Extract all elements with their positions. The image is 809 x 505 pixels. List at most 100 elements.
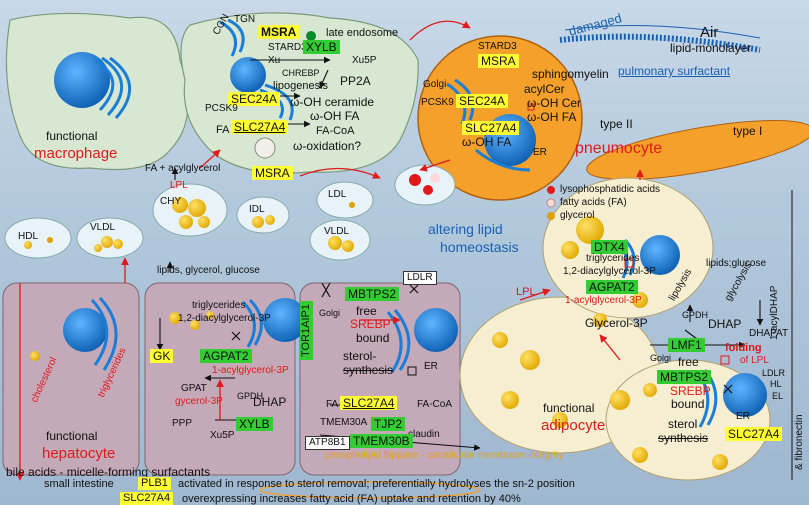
legend-fatty-acids: fatty acids (FA) bbox=[560, 197, 627, 208]
label-fa-top: FA bbox=[216, 124, 230, 136]
label-gpat: GPAT bbox=[181, 383, 207, 394]
label-fa-mid: FA bbox=[326, 399, 339, 410]
label-dag-mid: 1,2-diacylglycerol-3P bbox=[178, 313, 271, 324]
macrophage-nucleus bbox=[54, 52, 110, 108]
pneumocyte-type1 bbox=[586, 120, 809, 180]
label-synthesis-ad: synthesis bbox=[658, 431, 709, 445]
label-xylb-top: XYLB bbox=[303, 40, 340, 54]
center-cell-nucleus bbox=[230, 57, 266, 93]
label-ldlr-mid: LDLR bbox=[403, 271, 437, 285]
label-fa-acyl: FA + acylglycerol bbox=[145, 163, 221, 174]
label-gpdh-mid: GPDH bbox=[237, 391, 264, 401]
adipocyte-upper bbox=[542, 177, 714, 319]
label-lmf1: LMF1 bbox=[668, 338, 705, 352]
flippase-outline bbox=[259, 481, 481, 499]
label-facoa-top: FA-CoA bbox=[316, 125, 355, 137]
label-lpl-top: LPL bbox=[170, 180, 188, 191]
label-bound-ad: bound bbox=[671, 397, 705, 411]
label-adipocyte: adipocyte bbox=[541, 417, 606, 434]
label-golgi-ad: Golgi bbox=[650, 353, 672, 363]
label-er-ad: ER bbox=[736, 411, 750, 422]
label-macrophage: macrophage bbox=[34, 145, 118, 162]
label-slc27a4-mid: SLC27A4 bbox=[340, 396, 398, 410]
adipocyte-lower-nucleus bbox=[723, 373, 767, 417]
label-mbtps2-ad: MBTPS2 bbox=[657, 370, 712, 384]
label-ldl: LDL bbox=[328, 189, 347, 200]
label-chrebp: CHREBP bbox=[282, 68, 320, 78]
ldl-particle bbox=[316, 181, 374, 219]
adipocyte-upper-nucleus bbox=[640, 235, 680, 275]
label-hl-side: HL bbox=[770, 379, 782, 389]
lpl-folding-marker bbox=[720, 355, 730, 365]
label-msra-pn: MSRA bbox=[478, 54, 519, 68]
label-claudin: claudin bbox=[408, 429, 440, 440]
label-lipid-monolayer: lipid-monolayer bbox=[670, 41, 752, 55]
label-lpl-ad: LPL bbox=[516, 286, 536, 298]
label-slc27a4-top: SLC27A4 bbox=[231, 120, 289, 134]
label-chy: CHY bbox=[160, 196, 182, 207]
pneumocyte-sphingomyelin-marker bbox=[527, 103, 535, 111]
label-tmem30a: TMEM30A bbox=[320, 417, 368, 428]
label-tjp2: TJP2 bbox=[371, 417, 406, 431]
label-type1: type I bbox=[733, 124, 763, 138]
mid-box-nucleus bbox=[263, 298, 307, 342]
label-gycerol3p: gycerol-3P bbox=[175, 396, 223, 407]
label-er-mid: ER bbox=[424, 361, 438, 372]
label-tor1aip1: TOR1AIP1 bbox=[300, 301, 313, 360]
label-mbtps2-mid: MBTPS2 bbox=[345, 287, 400, 301]
label-atp8b1: ATP8B1 bbox=[305, 436, 350, 450]
label-stard3-pn: STARD3 bbox=[478, 41, 517, 52]
label-pp2a: PP2A bbox=[340, 74, 371, 88]
label-golgi-mid: Golgi bbox=[319, 308, 341, 318]
label-srebp-mid: SREBP bbox=[350, 317, 391, 331]
label-acylg3p-ad: 1-acylglycerol-3P bbox=[565, 295, 642, 306]
label-pcsk9-top: PCSK9 bbox=[205, 103, 238, 114]
legend-lyso: lysophosphatidic acids bbox=[560, 184, 661, 195]
right-box-nucleus bbox=[414, 308, 458, 352]
label-xu-top: Xu bbox=[268, 55, 281, 66]
label-functional-mac: functional bbox=[46, 129, 98, 143]
dtx4-marker bbox=[624, 258, 634, 268]
label-synthesis-mid: synthesis bbox=[343, 363, 394, 377]
label-tmem30b: TMEM30B bbox=[350, 434, 413, 448]
legend-glycerol-dot bbox=[547, 212, 555, 220]
label-sphingomyelin: sphingomyelin bbox=[532, 67, 609, 81]
label-plb1: PLB1 bbox=[138, 477, 171, 490]
label-altering2: homeostasis bbox=[440, 239, 519, 255]
legend-glycerol: glycerol bbox=[560, 210, 595, 221]
label-dhap-ad: DHAP bbox=[708, 317, 742, 331]
label-ohfa-pn2: ω-OH FA bbox=[462, 135, 512, 149]
label-golgi-pn: Golgi bbox=[423, 79, 447, 90]
label-plb1-text: activated in response to sterol removal;… bbox=[178, 478, 575, 490]
label-functional-ad: functional bbox=[543, 401, 595, 415]
label-slc27a4-ad: SLC27A4 bbox=[725, 427, 783, 441]
label-flippase: phospholipid flippase - canalicular memb… bbox=[325, 450, 564, 461]
label-pulmonary-surfactant: pulmonary surfactant bbox=[618, 64, 731, 78]
label-dag-ad: 1,2-diacylglycerol-3P bbox=[563, 266, 656, 277]
label-ohfa-pn: ω-OH FA bbox=[527, 110, 577, 124]
label-tgn: TGN bbox=[234, 14, 256, 25]
label-slc27a4-text: overexpressing increases fatty acid (FA)… bbox=[182, 493, 521, 505]
label-air: Air bbox=[700, 24, 719, 41]
label-msra-top: MSRA bbox=[258, 25, 300, 39]
label-folding: folding bbox=[725, 342, 762, 354]
hepatocyte-nucleus bbox=[63, 308, 107, 352]
label-functional-hep: functional bbox=[46, 429, 98, 443]
label-facoa-mid: FA-CoA bbox=[417, 399, 453, 410]
hdl-particle bbox=[4, 217, 72, 259]
macrophage-golgi bbox=[94, 56, 132, 119]
label-pcsk9-pn: PCSK9 bbox=[421, 97, 454, 108]
label-sterol-mid: sterol- bbox=[343, 349, 377, 363]
label-omega-ox: ω-oxidation? bbox=[293, 139, 362, 153]
label-sterol-ad: sterol bbox=[668, 417, 698, 431]
secretion-vesicle bbox=[394, 164, 456, 206]
label-xu5p-top: Xu5P bbox=[352, 55, 377, 66]
label-lipids-glucose: lipids;glucose bbox=[706, 258, 767, 269]
label-fibronectin: & fibronectin bbox=[794, 414, 805, 470]
label-er-pn: ER bbox=[533, 147, 547, 158]
label-dhap-mid: DHAP bbox=[253, 395, 287, 409]
label-lipids-gg: lipids, glycerol, glucose bbox=[157, 265, 260, 276]
label-dhapat: DHAPAT bbox=[749, 328, 789, 339]
